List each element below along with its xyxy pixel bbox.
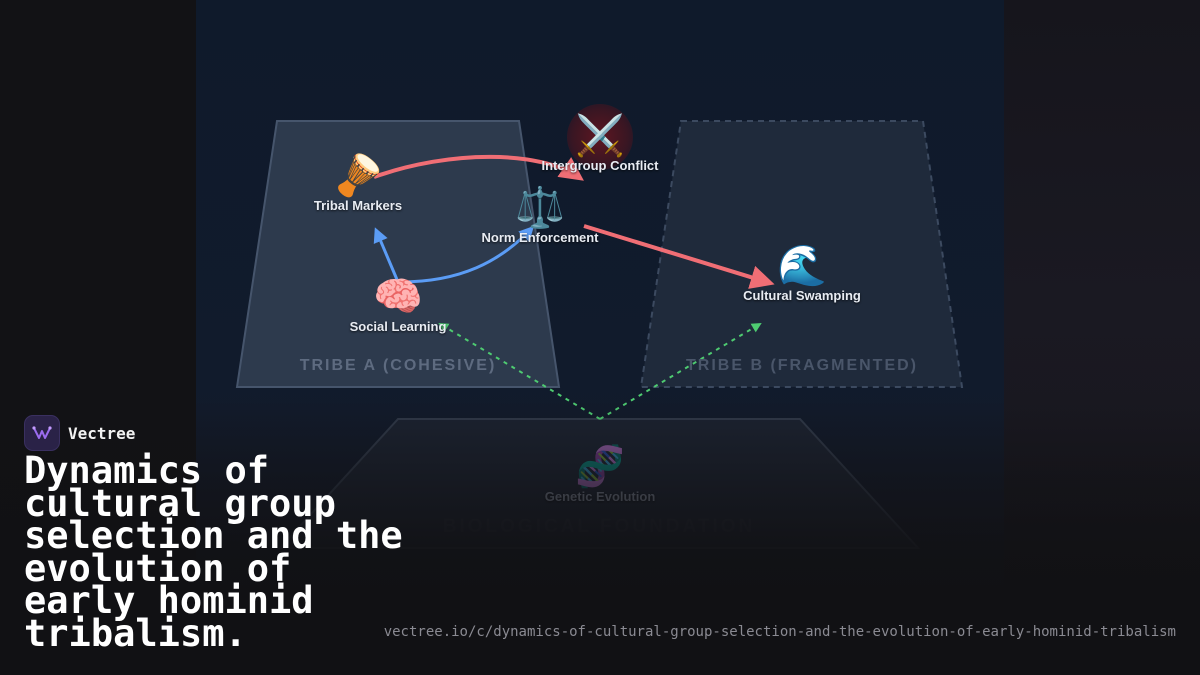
edge-social-learning-to-norm-enforcement [399, 225, 535, 284]
node-label: Cultural Swamping [743, 288, 861, 303]
edge-genetic-evolution-to-social-learning [438, 322, 601, 420]
node-label: Genetic Evolution [544, 489, 656, 504]
crossed-swords-icon: ⚔️ [575, 113, 625, 159]
node-intergroup-conflict: ⚔️ Intergroup Conflict [542, 114, 659, 173]
zone-label-tribe-b: TRIBE B (FRAGMENTED) [686, 357, 918, 374]
node-social-learning: 🧠 Social Learning [350, 275, 447, 334]
node-label: Intergroup Conflict [541, 158, 659, 173]
node-tribal-markers: 🪘 Tribal Markers [314, 154, 402, 213]
balance-scale-icon: ⚖️ [515, 185, 565, 231]
node-genetic-evolution: 🧬 Genetic Evolution [545, 445, 656, 504]
edge-tribal-markers-to-intergroup-conflict [373, 154, 584, 181]
node-norm-enforcement: ⚖️ Norm Enforcement [481, 186, 598, 245]
brain-icon: 🧠 [373, 274, 423, 320]
page-title: Dynamics of cultural group selection and… [24, 449, 403, 655]
edge-norm-enforcement-to-cultural-swamping [583, 224, 775, 289]
tribe-b-platform [639, 120, 964, 388]
tribe-a-platform [235, 120, 561, 388]
node-label: Norm Enforcement [481, 230, 599, 245]
conflict-highlight [567, 104, 633, 170]
wave-icon: 🌊 [777, 243, 827, 289]
node-label: Social Learning [349, 319, 447, 334]
vectree-logo-icon [24, 415, 60, 451]
node-label: Tribal Markers [313, 198, 403, 213]
dna-icon: 🧬 [575, 444, 625, 490]
drum-icon: 🪘 [333, 153, 383, 199]
zone-label-tribe-a: TRIBE A (COHESIVE) [299, 357, 497, 374]
node-cultural-swamping: 🌊 Cultural Swamping [743, 244, 861, 303]
page-url[interactable]: vectree.io/c/dynamics-of-cultural-group-… [383, 624, 1176, 640]
brand[interactable]: Vectree [24, 415, 135, 451]
brand-name: Vectree [68, 423, 136, 443]
edge-genetic-evolution-to-cultural-swamping [599, 322, 762, 420]
edge-social-learning-to-tribal-markers [373, 227, 400, 283]
zone-label-foundation: BIOLOGICAL FOUNDATION [442, 516, 756, 537]
